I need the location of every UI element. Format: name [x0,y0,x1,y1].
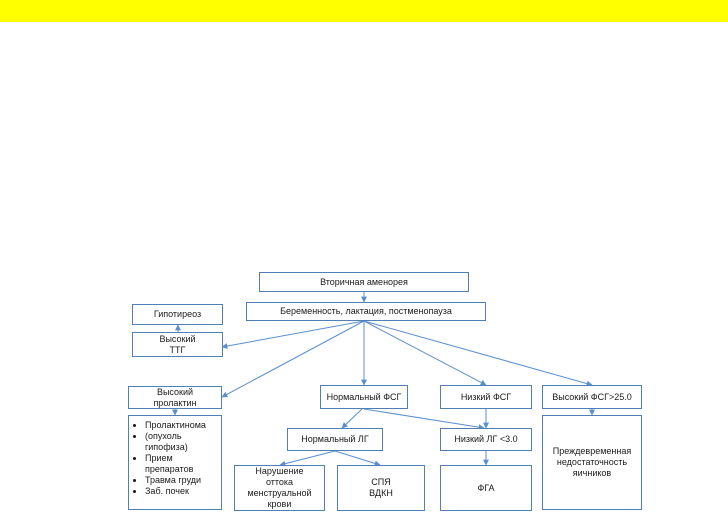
node-pregnancy-lactation-postmenopause: Беременность, лактация, постменопауза [246,302,486,321]
arrow-pregnancy-to-high-tsh [221,320,365,349]
prolactin-cause-item: Пролактинома [145,420,219,431]
node-normal-lh: Нормальный ЛГ [287,428,383,451]
node-normal-fsh: Нормальный ФСГ [320,385,408,409]
prolactin-cause-item: (опухоль гипофиза) [145,431,219,453]
top-banner [0,0,728,22]
node-fha: ФГА [440,465,532,511]
arrow-normal-fsh-to-low-lh [363,408,485,431]
prolactin-cause-item: Заб. почек [145,486,219,497]
node-prolactin-causes: Пролактинома (опухоль гипофиза) Прием пр… [128,415,222,510]
node-pcos-cah: СПЯ ВДКН [337,465,425,511]
arrow-pregnancy-to-high-fsh [363,320,593,387]
node-high-tsh: Высокий ТТГ [132,332,223,357]
node-low-lh: Низкий ЛГ <3.0 [440,428,532,451]
arrow-normal-lh-to-outflow [279,450,336,467]
arrow-normal-fsh-to-normal-lh [341,408,363,429]
node-high-prolactin: Высокий пролактин [128,386,222,409]
node-high-fsh: Высокий ФСГ>25.0 [542,385,642,409]
node-outflow-disorder: Нарушение оттока менструальной крови [234,465,325,511]
node-premature-ovarian-insufficiency: Преждевременная недостаточность яичников [542,415,642,510]
arrow-normal-lh-to-pcos [334,450,381,467]
prolactin-cause-item: Прием препаратов [145,453,219,475]
node-low-fsh: Низкий ФСГ [440,385,532,409]
arrow-pregnancy-to-low-fsh [363,320,487,386]
node-secondary-amenorrhea: Вторичная аменорея [259,272,469,292]
node-hypothyroidism: Гипотиреоз [132,304,223,325]
arrow-pregnancy-to-high-prolactin [221,320,365,398]
prolactin-cause-item: Травма груди [145,475,219,486]
